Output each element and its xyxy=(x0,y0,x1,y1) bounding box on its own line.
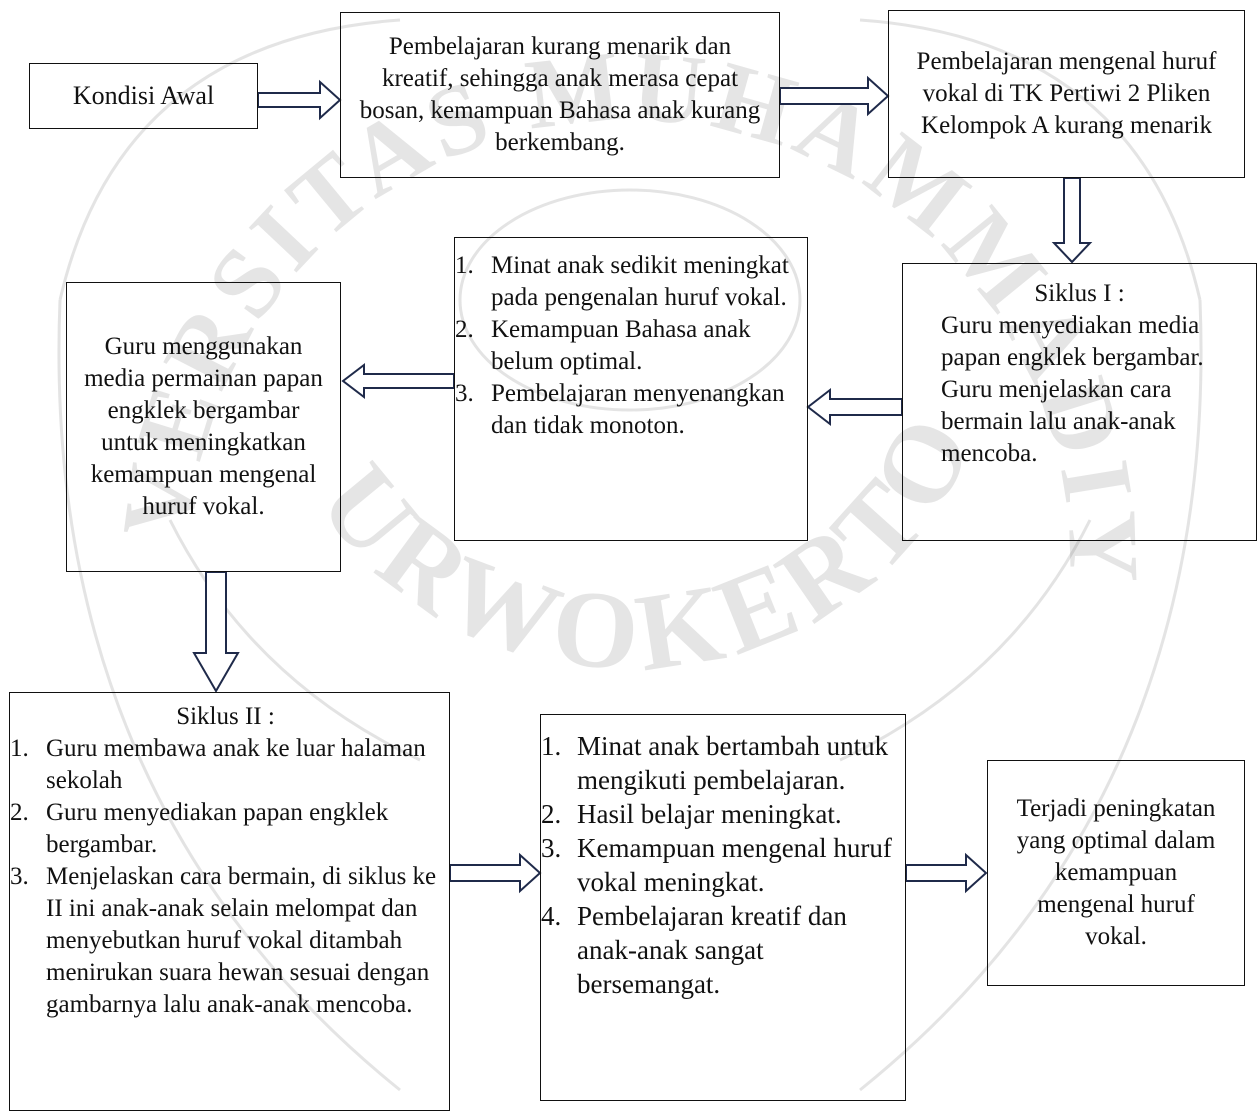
siklus1-line-1: Guru menyediakan media papan engklek ber… xyxy=(941,312,1204,371)
result2-item-3: 3.Kemampuan mengenal huruf vokal meningk… xyxy=(541,833,892,897)
siklus2-item-3: 3.Menjelaskan cara bermain, di siklus ke… xyxy=(10,863,437,1018)
problem-box: Pembelajaran kurang menarik dan kreatif,… xyxy=(340,12,780,178)
siklus2-title: Siklus II : xyxy=(176,703,275,730)
siklus2-box: Siklus II : 1.Guru membawa anak ke luar … xyxy=(9,692,450,1111)
arrow-left-2 xyxy=(341,362,455,400)
siklus2-list: 1.Guru membawa anak ke luar halaman seko… xyxy=(10,733,441,1021)
result1-item-3: 3.Pembelajaran menyenangkan dan tidak mo… xyxy=(455,380,785,439)
siklus1-line-2: Guru menjelaskan cara bermain lalu anak-… xyxy=(941,376,1176,467)
siklus2-item-2: 2.Guru menyediakan papan engklek bergamb… xyxy=(10,799,389,858)
learning-text: Pembelajaran mengenal huruf vokal di TK … xyxy=(916,48,1217,139)
arrow-right-2 xyxy=(779,75,890,117)
siklus2-item-1: 1.Guru membawa anak ke luar halaman seko… xyxy=(10,735,426,794)
result1-box: 1.Minat anak sedikit meningkat pada peng… xyxy=(454,237,808,541)
guru-box: Guru menggunakan media permainan papan e… xyxy=(66,282,341,572)
siklus1-title: Siklus I : xyxy=(1034,280,1125,307)
arrow-down-1 xyxy=(1051,177,1093,264)
result1-item-1: 1.Minat anak sedikit meningkat pada peng… xyxy=(455,252,789,311)
guru-text: Guru menggunakan media permainan papan e… xyxy=(84,333,323,520)
kondisi-awal-box: Kondisi Awal xyxy=(29,63,258,129)
result1-item-2: 2.Kemampuan Bahasa anak belum optimal. xyxy=(455,316,751,375)
arrow-right-1 xyxy=(257,79,342,121)
final-box: Terjadi peningkatan yang optimal dalam k… xyxy=(987,760,1245,986)
arrow-left-1 xyxy=(806,387,903,427)
result2-item-1: 1.Minat anak bertambah untuk mengikuti p… xyxy=(541,731,889,795)
learning-box: Pembelajaran mengenal huruf vokal di TK … xyxy=(888,10,1245,178)
final-text: Terjadi peningkatan yang optimal dalam k… xyxy=(1016,795,1216,950)
arrow-right-4 xyxy=(905,852,988,894)
result1-list: 1.Minat anak sedikit meningkat pada peng… xyxy=(455,250,793,442)
problem-text: Pembelajaran kurang menarik dan kreatif,… xyxy=(359,33,761,156)
result2-list: 1.Minat anak bertambah untuk mengikuti p… xyxy=(541,729,895,1001)
result2-item-4: 4.Pembelajaran kreatif dan anak-anak san… xyxy=(541,901,847,999)
kondisi-awal-text: Kondisi Awal xyxy=(72,81,215,110)
siklus1-box: Siklus I : Guru menyediakan media papan … xyxy=(902,263,1257,541)
result2-item-2: 2.Hasil belajar meningkat. xyxy=(541,799,842,829)
arrow-down-2 xyxy=(192,571,240,693)
arrow-right-3 xyxy=(449,852,542,894)
result2-box: 1.Minat anak bertambah untuk mengikuti p… xyxy=(540,714,906,1101)
